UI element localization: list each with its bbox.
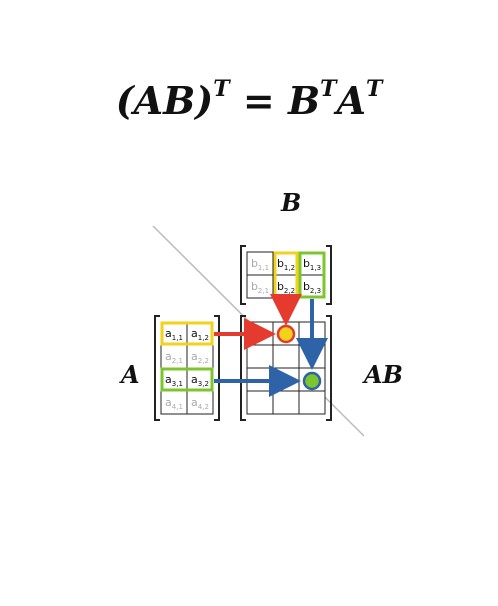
result-circle-3-3 [302,371,322,391]
a-row-3-highlight [160,367,214,392]
matrix-a-cell: a4,2 [191,396,209,411]
matrix-a-cell: a3,2 [191,373,209,388]
formula: (AB)T = BTAT [115,76,383,123]
label-b: B [281,188,302,217]
matrix-b [240,245,332,305]
matrix-a-cell: a3,1 [165,373,183,388]
matrix-a-cell: a1,1 [165,327,183,342]
result-circle-1-2 [276,324,296,344]
matrix-b-cell: b2,3 [303,280,321,295]
matrix-a [154,315,220,421]
matrix-b-cell: b1,1 [251,257,269,272]
matrix-b-cell: b1,3 [303,257,321,272]
b-column-3-highlight [298,251,326,299]
matrix-b-cell: b2,1 [251,280,269,295]
matrix-a-cell: a2,1 [165,350,183,365]
matrix-b-cell: b1,2 [277,257,295,272]
matrix-cell-labels: a1,1 a1,2 a2,1 a2,2 a3,1 a3,2 a4,1 a4,2 b1,1 b1,2… [165,257,321,411]
label-ab: AB [364,360,403,389]
matrix-a-cell: a4,1 [165,396,183,411]
label-a: A [121,360,140,389]
a-row-1-highlight [160,321,214,346]
matrix-a-cell: a1,2 [191,327,209,342]
matrix-a-cell: a2,2 [191,350,209,365]
matrix-b-cell: b2,2 [277,280,295,295]
